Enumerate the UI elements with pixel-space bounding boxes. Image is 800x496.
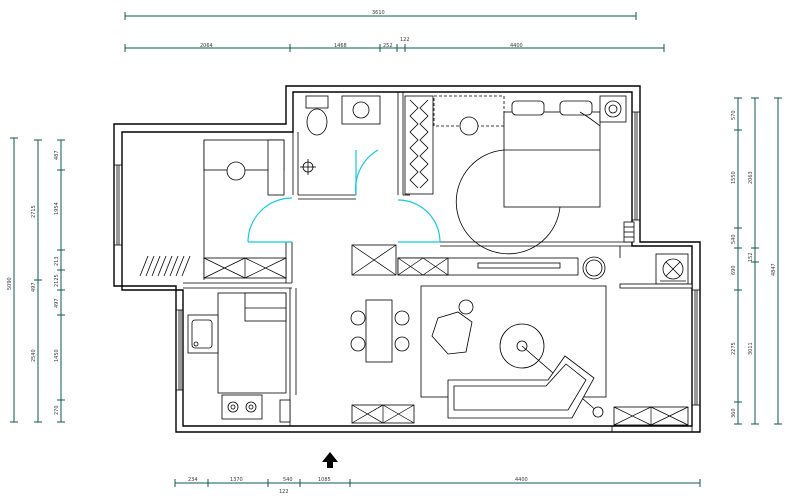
dim-right-inner-4: 690 [731, 265, 737, 275]
dim-top-seg-4: 122 [400, 37, 410, 43]
dim-left-inner-5: 497 [54, 298, 60, 308]
dim-top-seg-2: 1468 [334, 43, 347, 49]
dim-bottom-seg-3: 540 [283, 477, 293, 483]
dim-left-inner-3: 213 [54, 256, 60, 266]
tv-cabinet [397, 257, 579, 276]
dim-right-mid-1: 2063 [748, 171, 754, 184]
exterior-walls [113, 85, 701, 433]
plant-pot [582, 256, 606, 280]
balcony-cabinet [613, 406, 689, 426]
dim-right-inner-6: 360 [731, 408, 737, 418]
dim-top-seg-5: 4400 [510, 43, 523, 49]
bedroom2-rug [455, 149, 561, 255]
dim-right-outer: 4847 [771, 263, 777, 276]
dim-right-mid-2: 152 [748, 252, 754, 262]
balcony-window [619, 246, 700, 406]
dim-right-inner-3: 540 [731, 234, 737, 244]
right-dimension-inner: 570 1550 540 690 2275 360 [731, 97, 742, 425]
bathroom-sink [341, 95, 381, 125]
shower-head [300, 159, 316, 175]
bed [503, 100, 601, 208]
dim-bottom-seg-5: 1085 [318, 477, 331, 483]
left-dimension-outer: 5090 [7, 137, 18, 423]
hall-cabinet [351, 244, 397, 276]
dim-left-inner-1: 487 [54, 150, 60, 160]
dim-right-inner-1: 570 [731, 110, 737, 120]
stove [221, 394, 263, 420]
coffee-table [499, 323, 599, 413]
sofa [447, 355, 604, 419]
kitchen-counter [217, 292, 287, 394]
bedroom1-desk [203, 139, 285, 196]
entrance-arrow [322, 452, 338, 468]
bedroom1-wardrobe [203, 257, 287, 279]
bedroom2-wardrobe [404, 95, 434, 195]
dim-left-inner-2: 1954 [54, 202, 60, 215]
dim-bottom-seg-1: 234 [188, 477, 198, 483]
dim-top-seg-1: 2064 [200, 43, 213, 49]
bedroom1-window [114, 164, 122, 246]
armchair [431, 299, 474, 355]
dim-bottom-seg-2: 1370 [230, 477, 243, 483]
top-dimension-total: 3610 [124, 10, 637, 20]
dim-top-seg-3: 252 [383, 43, 393, 49]
dim-left-inner-4: 2125 [54, 274, 60, 287]
dining-table [350, 299, 410, 363]
top-dimension-segments: 2064 1468 252 122 4400 [124, 37, 665, 52]
bedroom2-window [632, 111, 640, 221]
living-window [611, 426, 693, 432]
door-bedroom1 [247, 197, 293, 243]
door-bedroom2 [397, 199, 441, 243]
bottom-dimension-segments: 234 1370 540 122 1085 4400 [174, 477, 701, 495]
bedroom2-shelf [433, 95, 505, 136]
bedroom2-lamp-table [599, 95, 627, 123]
shoe-cabinet [351, 404, 415, 424]
dim-left-mid-2: 497 [31, 282, 37, 292]
dim-left-inner-7: 270 [54, 405, 60, 415]
left-dimension-mid: 2715 497 2540 [31, 139, 42, 423]
dim-bottom-seg-6: 4400 [515, 477, 528, 483]
washing-machine [655, 253, 689, 285]
dim-bottom-seg-4: 122 [279, 489, 289, 495]
kitchen-window [176, 309, 183, 391]
kitchen-sink [187, 314, 219, 354]
left-dimension-inner: 487 1954 213 2125 497 1450 270 [54, 139, 65, 423]
bedroom2-radiator [623, 221, 635, 243]
right-dimension-outer: 4847 [771, 97, 782, 425]
dim-top-total: 3610 [372, 10, 385, 16]
right-dimension-mid: 2063 152 3011 [748, 97, 759, 425]
dim-left-mid-1: 2715 [31, 205, 37, 218]
dim-right-inner-2: 1550 [731, 171, 737, 184]
bedroom1-radiator [139, 255, 191, 277]
door-bathroom [354, 149, 379, 196]
dim-right-mid-3: 3011 [748, 342, 754, 355]
dim-left-outer: 5090 [7, 277, 13, 290]
dim-left-mid-3: 2540 [31, 349, 37, 362]
fridge [279, 399, 291, 423]
toilet [305, 95, 329, 136]
dim-right-inner-5: 2275 [731, 342, 737, 355]
dim-left-inner-6: 1450 [54, 349, 60, 362]
